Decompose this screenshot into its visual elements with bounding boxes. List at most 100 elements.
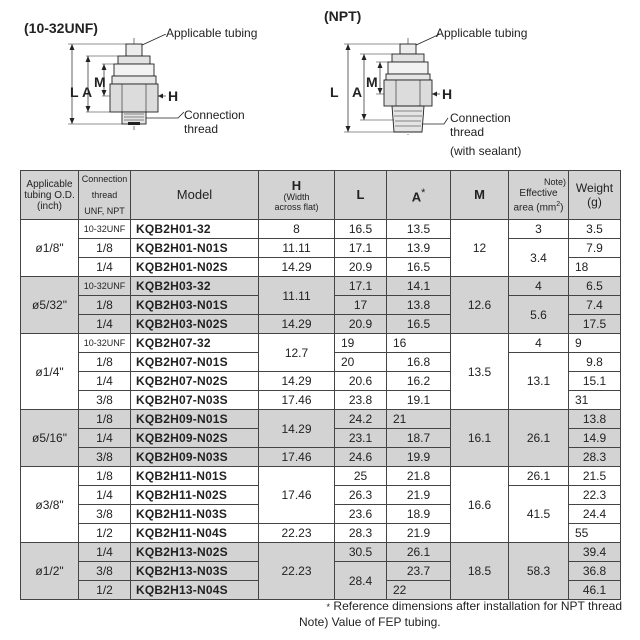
weight-cell: 14.9 bbox=[568, 428, 621, 448]
h-cell: 14.29 bbox=[258, 371, 335, 391]
table-row: 1/2 KQB2H13-N04S 22 46.1 bbox=[21, 580, 621, 600]
l-cell: 17.1 bbox=[334, 276, 387, 296]
header-h: H (Width across flat) bbox=[258, 170, 335, 220]
m-cell: 18.5 bbox=[450, 542, 509, 600]
l-cell: 25 bbox=[334, 466, 387, 486]
effective-cell: 3 bbox=[508, 219, 569, 239]
effective-cell: 26.1 bbox=[508, 466, 569, 486]
model-cell: KQB2H11-N01S bbox=[130, 466, 259, 486]
unf-dim-h-label: H bbox=[168, 88, 179, 104]
m-cell: 16.6 bbox=[450, 466, 509, 543]
table-row: 1/4 KQB2H11-N02S 26.3 21.9 41.5 22.3 bbox=[21, 485, 621, 543]
weight-cell: 17.5 bbox=[568, 314, 621, 334]
header-weight-label: Weight bbox=[575, 181, 614, 195]
header-a-mark: * bbox=[421, 186, 426, 199]
model-cell: KQB2H09-N02S bbox=[130, 428, 259, 448]
model-cell: KQB2H07-N03S bbox=[130, 390, 259, 410]
connection-cell: 1/4 bbox=[78, 542, 131, 562]
weight-cell: 3.5 bbox=[568, 219, 621, 239]
l-cell: 24.2 bbox=[334, 409, 387, 429]
weight-cell: 28.3 bbox=[568, 447, 621, 467]
table-row: ø5/16" 1/8 KQB2H09-N01S 14.29 24.2 21 16… bbox=[20, 409, 621, 467]
npt-dim-m-label: M bbox=[366, 74, 378, 90]
table-row: 1/2 KQB2H11-N04S 22.23 28.3 21.9 55 bbox=[21, 523, 621, 543]
a-cell: 23.7 bbox=[386, 561, 451, 581]
l-cell: 28.3 bbox=[334, 523, 387, 543]
model-cell: KQB2H11-N03S bbox=[130, 504, 259, 524]
l-cell: 24.6 bbox=[334, 447, 387, 467]
header-note-mark: Note) bbox=[543, 176, 566, 187]
footnote-ref-text: Reference dimensions after installation … bbox=[333, 599, 622, 613]
connection-cell: 1/8 bbox=[78, 238, 131, 258]
connection-cell: 1/4 bbox=[78, 371, 131, 391]
h-cell: 17.46 bbox=[258, 466, 335, 524]
header-a: A* bbox=[386, 170, 451, 220]
connection-cell: 1/4 bbox=[78, 485, 131, 505]
effective-cell: 41.5 bbox=[508, 485, 569, 543]
connection-cell: 1/2 bbox=[78, 523, 131, 543]
weight-cell: 31 bbox=[568, 390, 621, 410]
effective-cell: 58.3 bbox=[508, 542, 569, 600]
npt-dim-l-label: L bbox=[330, 84, 339, 100]
l-cell: 28.4 bbox=[334, 561, 387, 600]
l-cell: 16.5 bbox=[334, 219, 387, 239]
a-cell: 13.5 bbox=[386, 219, 451, 239]
unf-thread-label: thread bbox=[184, 122, 219, 136]
effective-cell: 13.1 bbox=[508, 352, 569, 410]
model-cell: KQB2H07-N02S bbox=[130, 371, 259, 391]
unf-fitting-drawing bbox=[68, 34, 185, 130]
table-row: 1/4 KQB2H07-N02S 14.29 20.6 16.2 15.1 bbox=[21, 371, 621, 391]
connection-cell: 3/8 bbox=[78, 447, 131, 467]
header-effective-close: ) bbox=[560, 202, 564, 214]
table-row: ø1/8" 10-32UNF KQB2H01-32 8 16.5 13.5 12… bbox=[20, 219, 621, 277]
a-cell: 16.8 bbox=[386, 352, 451, 372]
a-cell: 16.5 bbox=[386, 314, 451, 334]
header-h-title: H bbox=[291, 177, 302, 193]
weight-cell: 21.5 bbox=[568, 466, 621, 486]
header-model: Model bbox=[130, 170, 259, 220]
od-cell: ø3/8" bbox=[20, 466, 79, 543]
npt-fitting-drawing bbox=[344, 34, 449, 136]
unf-applicable-tubing-label: Applicable tubing bbox=[166, 26, 258, 40]
l-cell: 23.1 bbox=[334, 428, 387, 448]
footnote-note: Note) Value of FEP tubing. bbox=[299, 615, 441, 629]
table-row: ø3/8" 1/8 KQB2H11-N01S 17.46 25 21.8 16.… bbox=[20, 466, 621, 543]
table-row: 1/4 KQB2H09-N02S 23.1 18.7 14.9 bbox=[21, 428, 621, 448]
h-cell: 14.29 bbox=[258, 257, 335, 277]
npt-thread-label: thread bbox=[450, 125, 485, 139]
h-cell: 17.46 bbox=[258, 447, 335, 467]
a-cell: 18.9 bbox=[386, 504, 451, 524]
h-cell: 11.11 bbox=[258, 238, 335, 258]
l-cell: 23.8 bbox=[334, 390, 387, 410]
header-connection-line3: UNF, NPT bbox=[84, 206, 125, 216]
model-cell: KQB2H01-N02S bbox=[130, 257, 259, 277]
header-effective-sup: 2 bbox=[556, 200, 561, 208]
table-row: 1/8 KQB2H03-N01S 17 13.8 5.6 7.4 bbox=[21, 295, 621, 334]
l-cell: 17 bbox=[334, 295, 387, 315]
header-connection-line1: Connection bbox=[81, 174, 128, 184]
h-cell: 12.7 bbox=[258, 333, 335, 372]
model-cell: KQB2H13-N04S bbox=[130, 580, 259, 600]
model-cell: KQB2H01-N01S bbox=[130, 238, 259, 258]
a-cell: 26.1 bbox=[386, 542, 451, 562]
weight-cell: 24.4 bbox=[568, 504, 621, 524]
connection-cell: 10-32UNF bbox=[78, 276, 131, 296]
a-cell: 19.1 bbox=[386, 390, 451, 410]
table-row: 1/8 KQB2H01-N01S 11.11 17.1 13.9 3.4 7.9 bbox=[21, 238, 621, 277]
effective-cell: 4 bbox=[508, 333, 569, 353]
connection-cell: 1/8 bbox=[78, 409, 131, 429]
table-row: ø5/32" 10-32UNF KQB2H03-32 11.11 17.1 14… bbox=[20, 276, 621, 334]
connection-cell: 1/8 bbox=[78, 352, 131, 372]
npt-dim-h-label: H bbox=[442, 86, 453, 102]
connection-cell: 1/8 bbox=[78, 295, 131, 315]
model-cell: KQB2H03-N01S bbox=[130, 295, 259, 315]
header-tubing-od-line1: Applicable bbox=[26, 178, 73, 190]
m-cell: 12 bbox=[450, 219, 509, 277]
connection-cell: 3/8 bbox=[78, 390, 131, 410]
od-cell: ø1/2" bbox=[20, 542, 79, 600]
a-cell: 16 bbox=[386, 333, 451, 353]
connection-cell: 1/2 bbox=[78, 580, 131, 600]
weight-cell: 9.8 bbox=[568, 352, 621, 372]
header-h-sub1: (Width bbox=[283, 191, 310, 202]
npt-diagram-title: (NPT) bbox=[324, 8, 362, 24]
